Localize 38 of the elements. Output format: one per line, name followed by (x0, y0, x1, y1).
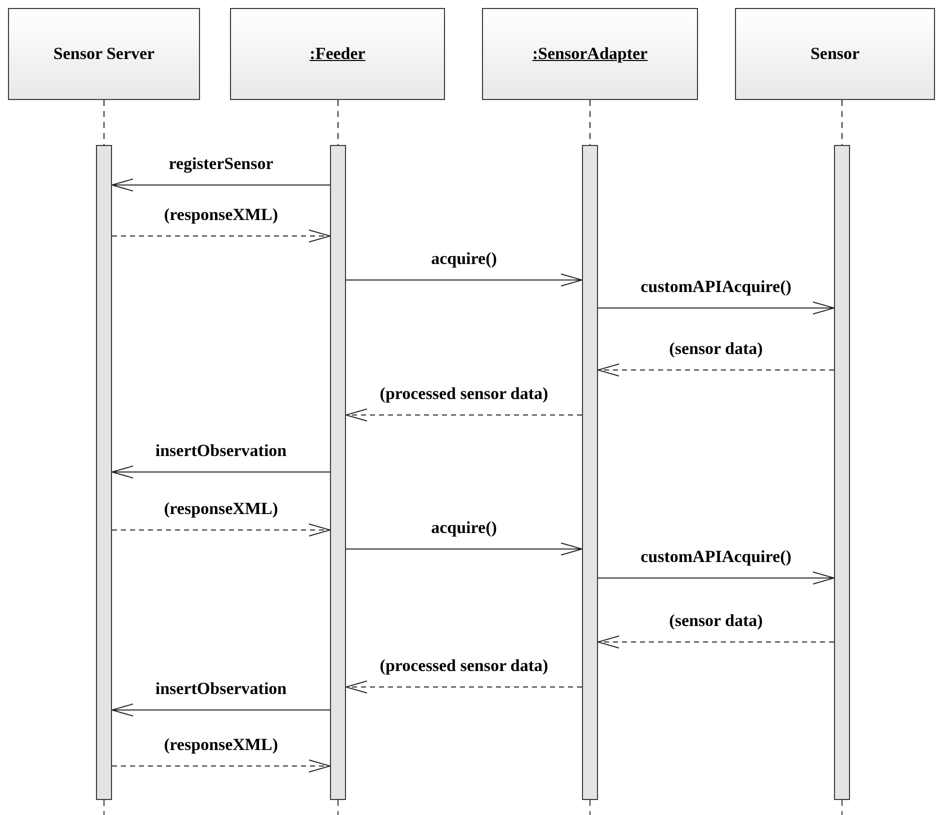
message-label: (sensor data) (667, 611, 765, 631)
lifeline-head-box (8, 8, 200, 100)
message-label: customAPIAcquire() (638, 277, 794, 297)
participant-name: :Feeder (310, 44, 366, 64)
return-message-arrow (346, 408, 582, 422)
participant-name: Sensor (810, 44, 860, 64)
message-arrow (598, 572, 834, 584)
message-label: (responseXML) (162, 205, 280, 225)
message-label: acquire() (429, 249, 499, 269)
message-arrow (112, 466, 330, 478)
message-label: (responseXML) (162, 735, 280, 755)
message-label: (processed sensor data) (378, 656, 550, 676)
activation-bar (834, 145, 850, 800)
return-message-arrow (112, 524, 330, 536)
activation-bar (330, 145, 346, 800)
return-message-arrow (346, 680, 582, 694)
return-message-arrow (112, 760, 330, 772)
message-label: registerSensor (166, 154, 276, 174)
message-label: customAPIAcquire() (638, 547, 794, 567)
message-arrow (598, 302, 834, 314)
activation-bar (96, 145, 112, 800)
return-message-arrow (598, 636, 834, 648)
participant-name: :SensorAdapter (532, 44, 648, 64)
message-arrow (112, 704, 330, 716)
lifeline-head-box (230, 8, 445, 100)
return-message-arrow (598, 364, 834, 376)
message-arrow (346, 274, 582, 286)
activation-bar (582, 145, 598, 800)
message-label: acquire() (429, 518, 499, 538)
return-message-arrow (112, 230, 330, 242)
message-label: (processed sensor data) (378, 384, 550, 404)
lifeline-head-box (735, 8, 935, 100)
message-arrow (346, 542, 582, 556)
message-label: (sensor data) (667, 339, 765, 359)
message-arrow (112, 178, 330, 192)
participant-name: Sensor Server (53, 44, 155, 64)
message-label: (responseXML) (162, 499, 280, 519)
lifeline-head-box (482, 8, 698, 100)
